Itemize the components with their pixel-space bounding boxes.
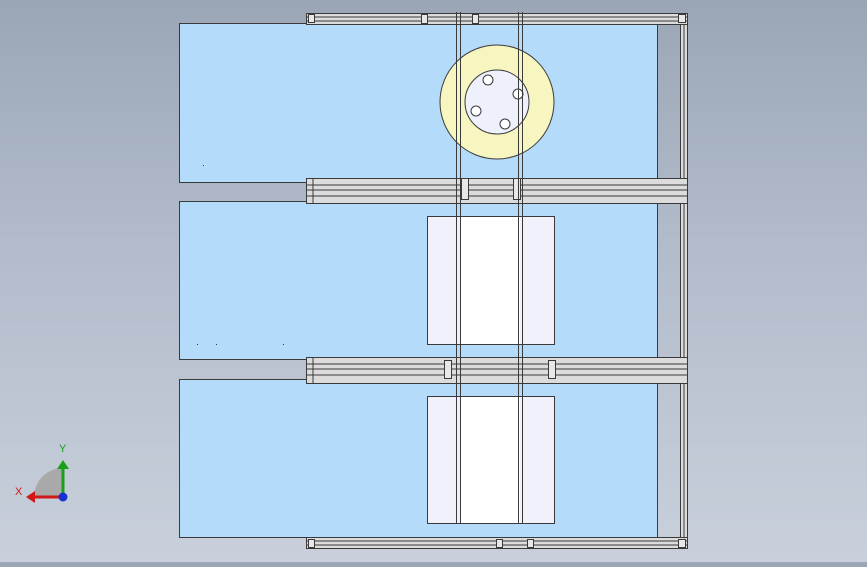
bottom-plate[interactable] [179, 379, 658, 538]
middle-plate[interactable] [179, 201, 658, 360]
x-axis-label: X [15, 486, 23, 498]
top-plate[interactable] [179, 23, 658, 183]
hub-hole [470, 105, 482, 117]
lower-middle-rail[interactable] [306, 357, 688, 384]
guide-rod-right[interactable] [518, 12, 523, 524]
coordinate-triad [26, 460, 69, 503]
upper-middle-rail[interactable] [306, 178, 688, 204]
y-axis-arrowhead [57, 460, 69, 469]
bottom-rail[interactable] [306, 537, 688, 549]
guide-rod-left[interactable] [456, 12, 461, 524]
triad-quadrant [34, 468, 63, 497]
bottom-block[interactable] [427, 396, 555, 524]
plate-marks [197, 165, 284, 345]
x-axis-arrowhead [26, 491, 35, 503]
y-axis-label: Y [59, 443, 67, 455]
top-rail[interactable] [306, 13, 688, 25]
hub-hole [482, 74, 494, 86]
z-axis-dot [58, 492, 68, 502]
hub-hole [499, 118, 511, 130]
middle-block[interactable] [427, 216, 555, 345]
disc-hub[interactable] [464, 69, 530, 135]
